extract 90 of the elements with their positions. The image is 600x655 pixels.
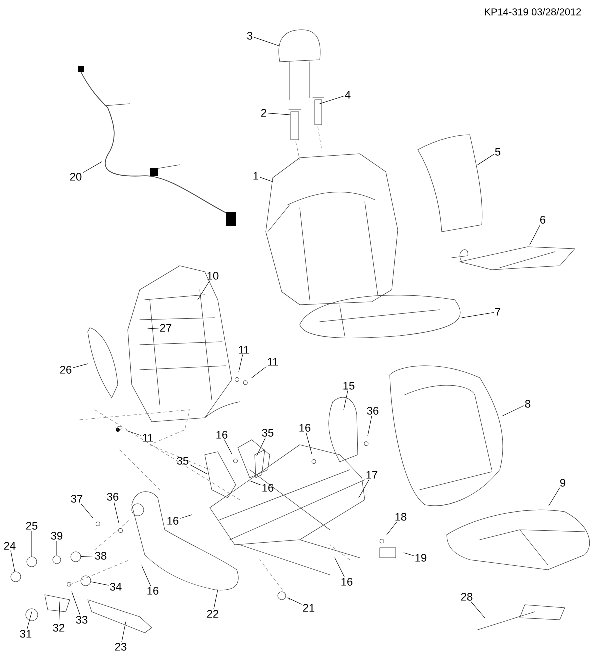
leader-line: [81, 556, 94, 558]
leader-line: [344, 390, 348, 410]
callout-number: 21: [303, 604, 315, 612]
callout-number: 34: [110, 583, 122, 591]
leader-line: [81, 504, 94, 518]
callout-number: 10: [208, 272, 219, 280]
leader-line: [180, 514, 192, 519]
leader-line: [27, 612, 32, 630]
leader-line: [190, 464, 208, 474]
leader-line: [72, 592, 80, 616]
leader-line: [386, 522, 398, 536]
callout-number: 38: [95, 552, 107, 560]
callout-number: 16: [300, 424, 311, 432]
knob-part: [10, 572, 22, 582]
knob-part: [26, 556, 38, 568]
callout-number: 35: [262, 429, 274, 437]
leader-line: [224, 440, 232, 454]
callout-number: 16: [262, 484, 274, 492]
document-code: KP14-319 03/28/2012: [485, 8, 582, 16]
leader-line: [334, 558, 345, 578]
callout-number: 15: [344, 382, 355, 390]
leader-line: [320, 96, 344, 104]
callout-number: 11: [239, 346, 250, 354]
leader-line: [368, 416, 372, 436]
leader-line: [306, 432, 312, 454]
callout-number: 19: [416, 554, 427, 562]
callout-number: 36: [367, 407, 379, 415]
leader-line: [530, 224, 541, 246]
callout-number: 26: [60, 366, 72, 374]
callout-number: 23: [115, 643, 127, 651]
knob-part: [80, 576, 92, 586]
leader-line: [404, 552, 414, 556]
callout-number: 16: [216, 431, 228, 439]
callout-number: 18: [396, 513, 407, 521]
leader-line: [114, 502, 120, 524]
leader-line: [148, 328, 159, 330]
callout-number: 11: [268, 358, 278, 366]
leader-line: [256, 438, 266, 456]
leader-line: [126, 430, 142, 436]
leader-line: [122, 622, 126, 642]
leader-line: [73, 364, 88, 368]
callout-number: 22: [207, 610, 219, 618]
leader-line: [478, 154, 494, 166]
callout-number: 27: [160, 324, 172, 332]
leader-line: [288, 598, 302, 605]
leader-line: [358, 480, 370, 498]
leader-line: [462, 312, 494, 318]
callout-number: 7: [496, 308, 501, 316]
callout-number: 16: [168, 517, 179, 525]
leader-line: [58, 602, 60, 624]
callout-number: 28: [461, 593, 473, 601]
callout-number: 1: [254, 172, 259, 180]
callout-number: 36: [107, 493, 119, 501]
leader-line: [252, 366, 267, 378]
callout-number: 11: [143, 434, 154, 442]
callout-number: 8: [525, 400, 531, 408]
callout-number: 4: [345, 91, 351, 99]
callout-number: 6: [540, 216, 546, 224]
leader-line: [56, 540, 58, 556]
callout-number: 33: [76, 616, 88, 624]
callout-number: 25: [26, 522, 38, 530]
leader-line: [502, 406, 524, 416]
leader-line: [90, 582, 109, 586]
leader-line: [142, 566, 151, 586]
leader-line: [83, 162, 102, 174]
callout-number: 16: [148, 587, 159, 595]
callout-number: 35: [177, 457, 189, 465]
callout-number: 32: [53, 624, 65, 632]
leader-line: [254, 37, 280, 46]
callout-number: 5: [495, 148, 501, 156]
callout-number: 24: [4, 542, 16, 550]
leader-line: [10, 550, 16, 572]
leader-line: [250, 480, 261, 486]
leader-line: [548, 488, 560, 506]
leader-line: [214, 590, 218, 610]
callout-number: 20: [70, 173, 82, 181]
callout-number: 2: [262, 109, 266, 117]
callout-number: 16: [342, 578, 353, 586]
leader-line: [238, 354, 244, 372]
callout-number: 39: [51, 532, 63, 540]
leader-line: [260, 177, 274, 182]
callout-number: 37: [71, 495, 83, 503]
leader-line: [198, 280, 210, 300]
callout-number: 17: [366, 471, 378, 479]
callout-number: 31: [20, 630, 32, 638]
callout-number: 9: [560, 479, 566, 487]
leader-line: [268, 113, 290, 116]
knob-part: [70, 552, 82, 562]
callout-number: 3: [247, 32, 253, 40]
leader-line: [471, 602, 486, 618]
